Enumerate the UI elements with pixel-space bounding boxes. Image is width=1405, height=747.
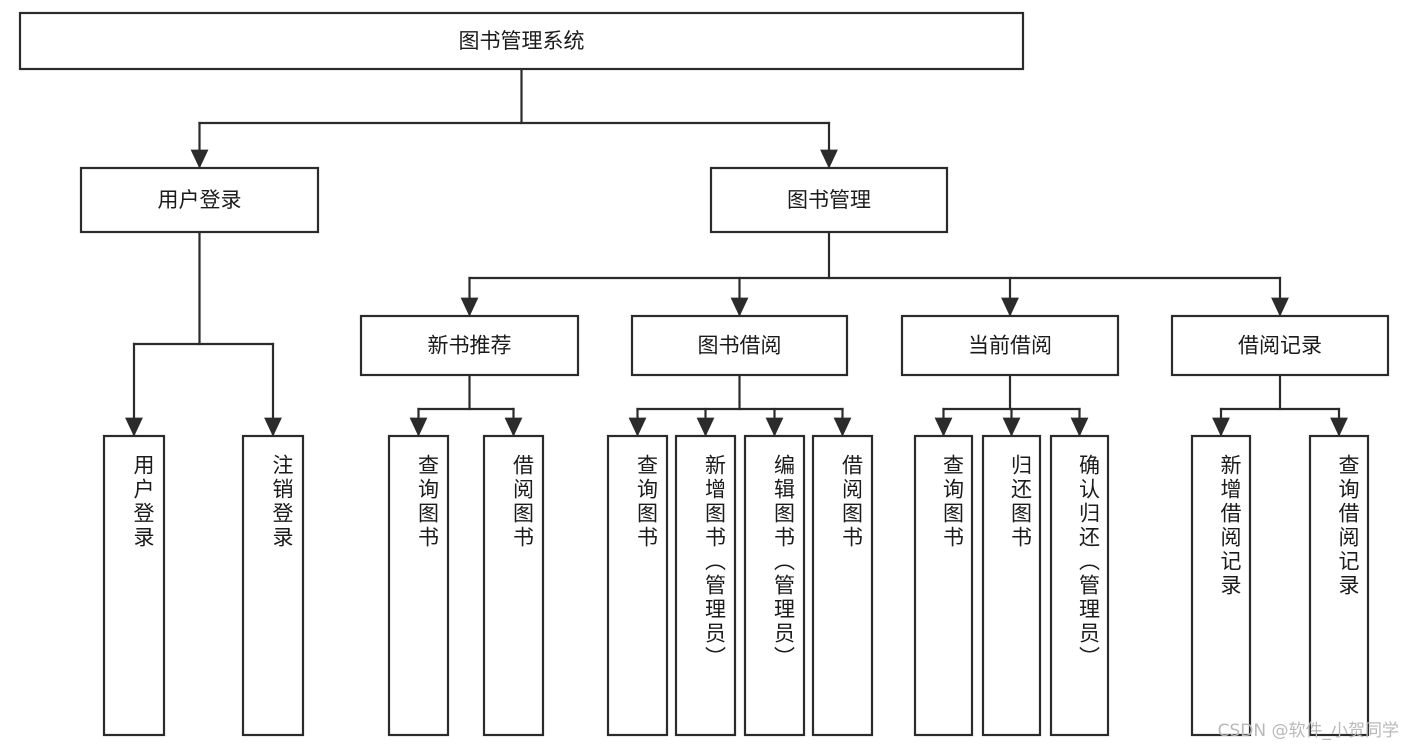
node-label: 用户登录 xyxy=(158,188,242,212)
node-box xyxy=(102,434,166,737)
node-box xyxy=(1190,434,1252,737)
node-n-borrow[interactable]: 图书借阅 xyxy=(630,314,849,377)
node-label: 查询图书 xyxy=(635,454,659,550)
node-box xyxy=(79,166,320,234)
node-root[interactable]: 图书管理系统 xyxy=(18,11,1025,71)
node-box xyxy=(674,434,737,737)
node-box xyxy=(913,434,974,737)
node-box xyxy=(18,11,1025,71)
node-l-cu-query[interactable]: 查询图书 xyxy=(913,434,974,737)
node-box xyxy=(387,434,450,737)
node-l-re-query[interactable]: 查询借阅记录 xyxy=(1308,434,1370,737)
node-label: 当前借阅 xyxy=(968,334,1052,358)
node-n-new-book[interactable]: 新书推荐 xyxy=(359,314,580,377)
node-l-bo-query[interactable]: 查询图书 xyxy=(606,434,669,737)
node-label: 新增借阅记录 xyxy=(1218,454,1242,598)
node-box xyxy=(1170,314,1390,377)
node-label: 新书推荐 xyxy=(428,334,512,358)
node-l-bo-edit[interactable]: 编辑图书（管理员） xyxy=(743,434,806,737)
node-label: 用户登录 xyxy=(131,454,155,550)
node-n-user-login[interactable]: 用户登录 xyxy=(79,166,320,234)
node-label: 确认归还（管理员） xyxy=(1077,454,1101,670)
node-box xyxy=(811,434,874,737)
node-label: 借阅记录 xyxy=(1238,334,1322,358)
node-box xyxy=(241,434,305,737)
node-l-bo-add[interactable]: 新增图书（管理员） xyxy=(674,434,737,737)
node-box xyxy=(743,434,806,737)
node-label: 图书管理 xyxy=(787,188,871,212)
connector-layer xyxy=(125,67,1348,437)
node-n-book-mgmt[interactable]: 图书管理 xyxy=(709,166,949,234)
node-box xyxy=(981,434,1042,737)
node-l-re-add[interactable]: 新增借阅记录 xyxy=(1190,434,1252,737)
node-box xyxy=(606,434,669,737)
node-n-current[interactable]: 当前借阅 xyxy=(900,314,1120,377)
node-label: 查询图书 xyxy=(941,454,965,550)
node-box xyxy=(630,314,849,377)
node-l-cu-confirm[interactable]: 确认归还（管理员） xyxy=(1049,434,1110,737)
node-label: 借阅图书 xyxy=(840,454,864,550)
node-label: 查询图书 xyxy=(416,454,440,550)
node-l-user-login[interactable]: 用户登录 xyxy=(102,434,166,737)
node-label: 注销登录 xyxy=(270,454,294,550)
node-label: 图书借阅 xyxy=(698,334,782,358)
node-box xyxy=(482,434,545,737)
node-label: 借阅图书 xyxy=(511,454,535,550)
node-l-nb-borrow[interactable]: 借阅图书 xyxy=(482,434,545,737)
node-box xyxy=(1049,434,1110,737)
node-n-record[interactable]: 借阅记录 xyxy=(1170,314,1390,377)
node-l-user-logout[interactable]: 注销登录 xyxy=(241,434,305,737)
node-layer: 图书管理系统用户登录图书管理新书推荐图书借阅当前借阅借阅记录用户登录注销登录查询… xyxy=(18,11,1390,737)
node-box xyxy=(359,314,580,377)
node-l-nb-query[interactable]: 查询图书 xyxy=(387,434,450,737)
node-label: 新增图书（管理员） xyxy=(703,454,727,670)
node-box xyxy=(1308,434,1370,737)
node-box xyxy=(900,314,1120,377)
node-l-bo-borrow[interactable]: 借阅图书 xyxy=(811,434,874,737)
node-label: 图书管理系统 xyxy=(459,29,585,53)
node-label: 编辑图书（管理员） xyxy=(772,454,796,670)
node-box xyxy=(709,166,949,234)
node-label: 查询借阅记录 xyxy=(1336,454,1360,598)
watermark-text: CSDN @软件_小贺同学 xyxy=(1217,721,1399,741)
node-l-cu-return[interactable]: 归还图书 xyxy=(981,434,1042,737)
node-label: 归还图书 xyxy=(1009,454,1033,550)
